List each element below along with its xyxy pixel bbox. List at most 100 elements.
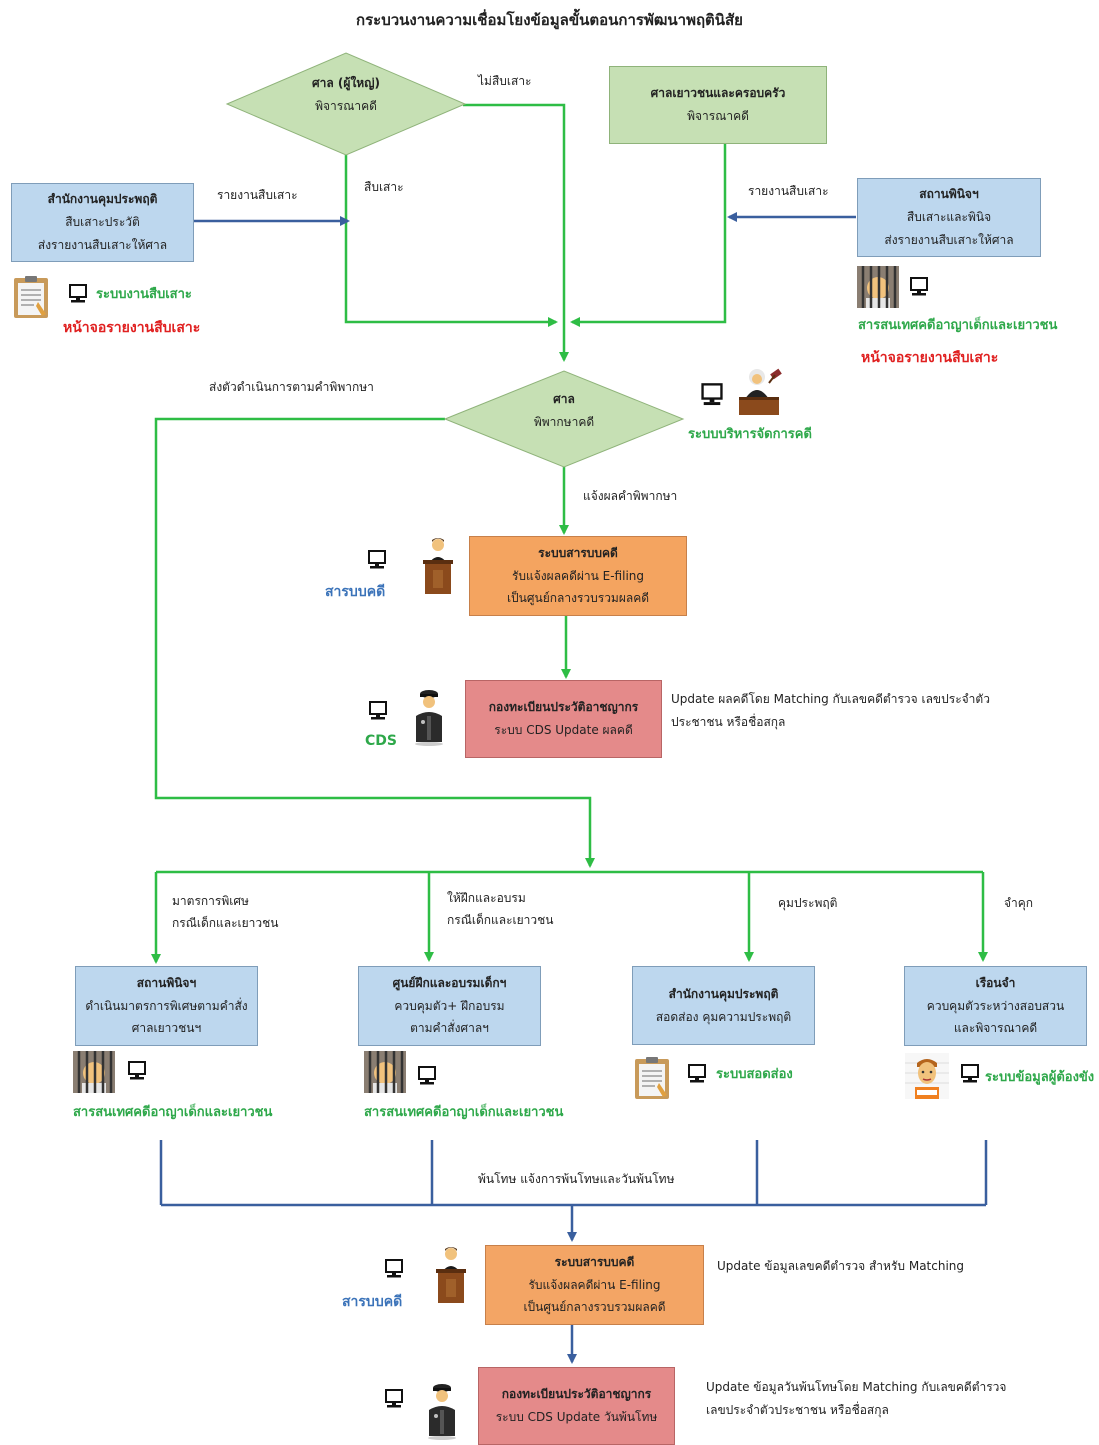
observation-special-line2: ศาลเยาวชนฯ: [131, 1021, 202, 1036]
label-update-result: Update ผลคดีโดย Matching กับเลขคดีตำรวจ …: [671, 688, 990, 734]
line-juvenile-court: [570, 143, 727, 327]
computer-icon: [385, 1259, 403, 1278]
observation-center-box: สถานพินิจฯ สืบเสาะและพินิจ ส่งรายงานสืบเ…: [857, 178, 1041, 257]
computer-icon: [418, 1066, 436, 1085]
label-update-result-1: Update ผลคดีโดย Matching กับเลขคดีตำรวจ …: [671, 692, 990, 706]
case-system-line2: เป็นศูนย์กลางรวบรวมผลคดี: [506, 591, 650, 606]
label-update-release-1: Update ข้อมูลวันพ้นโทษโดย Matching กับเล…: [706, 1380, 1007, 1394]
case-management-label: ระบบบริหารจัดการคดี: [688, 427, 812, 442]
label-investigation: สืบเสาะ: [364, 180, 404, 194]
computer-icon: [69, 284, 87, 303]
cds-label: CDS: [365, 733, 397, 749]
judge-icon: [739, 368, 782, 415]
juvenile-court-box: ศาลเยาวชนและครอบครัว พิจารณาคดี: [609, 66, 827, 144]
probation-office-line1: สืบเสาะประวัติ: [65, 215, 140, 230]
training-center-line1: ควบคุมตัว+ ฝึกอบรม: [394, 998, 505, 1013]
label-send-execute: ส่งตัวดำเนินการตามคำพิพากษา: [209, 380, 374, 394]
probation-monitor-title: สำนักงานคุมประพฤติ: [668, 986, 779, 1001]
criminal-record-release-title: กองทะเบียนประวัติอาชญากร: [501, 1387, 652, 1402]
juvenile-court-title: ศาลเยาวชนและครอบครัว: [650, 86, 786, 101]
clipboard-icon: [635, 1057, 669, 1099]
observation-center-title: สถานพินิจฯ: [919, 187, 979, 202]
observation-special-title: สถานพินิจฯ: [136, 975, 197, 990]
label-report-right: รายงานสืบเสาะ: [748, 184, 829, 198]
case-system-release-box: ระบบสารบบคดี รับแจ้งผลคดีผ่าน E-filing เ…: [485, 1245, 704, 1325]
computer-icon: [688, 1064, 706, 1083]
criminal-record-release-box: กองทะเบียนประวัติอาชญากร ระบบ CDS Update…: [478, 1367, 675, 1445]
juvenile-info-b1-label: สารสนเทศคดีอาญาเด็กและเยาวชน: [73, 1105, 273, 1120]
clipboard-icon: [14, 276, 48, 318]
label-train-1: ให้ฝึกและอบรม: [447, 891, 526, 905]
prisoner-icon: [364, 1051, 406, 1093]
police-icon: [428, 1384, 456, 1440]
case-system-line1: รับแจ้งผลคดีผ่าน E-filing: [511, 568, 645, 583]
adult-court-title: ศาล (ผู้ใหญ่): [312, 76, 380, 90]
police-icon: [415, 690, 443, 746]
inmate-system-label: ระบบข้อมูลผู้ต้องขัง: [985, 1070, 1095, 1085]
label-special-measure: มาตรการพิเศษ กรณีเด็กและเยาวชน: [172, 890, 279, 934]
label-special-measure-1: มาตรการพิเศษ: [172, 894, 249, 908]
page-title: กระบวนงานความเชื่อมโยงข้อมูลขั้นตอนการพั…: [356, 11, 743, 29]
computer-icon: [368, 550, 386, 569]
adult-court: ศาล (ผู้ใหญ่) พิจารณาคดี: [276, 72, 416, 118]
case-system-release-line2: เป็นศูนย์กลางรวบรวมผลคดี: [523, 1300, 666, 1315]
juvenile-info-b2-label: สารสนเทศคดีอาญาเด็กและเยาวชน: [364, 1105, 564, 1120]
monitoring-system-label: ระบบสอดส่อง: [716, 1067, 793, 1082]
case-registry-release-label: สารบบคดี: [342, 1294, 403, 1310]
case-registry-label: สารบบคดี: [325, 584, 386, 600]
label-report-left: รายงานสืบเสาะ: [217, 188, 298, 202]
computer-icon: [385, 1389, 403, 1408]
probation-office-box: สำนักงานคุมประพฤติ สืบเสาะประวัติ ส่งราย…: [11, 183, 194, 262]
label-probation: คุมประพฤติ: [778, 896, 838, 910]
lawyer-icon: [436, 1247, 466, 1303]
prisoner-icon: [857, 266, 899, 308]
judge-court-sub: พิพากษาคดี: [533, 414, 595, 429]
case-system-release-line1: รับแจ้งผลคดีผ่าน E-filing: [528, 1277, 661, 1292]
label-no-investigation: ไม่สืบเสาะ: [478, 74, 532, 88]
probation-office-title: สำนักงานคุมประพฤติ: [47, 192, 158, 207]
label-imprison: จำคุก: [1004, 896, 1034, 910]
observation-special-line1: ดำเนินมาตรการพิเศษตามคำสั่ง: [85, 998, 248, 1013]
label-notify-judgment: แจ้งผลคำพิพากษา: [583, 489, 678, 503]
label-update-release-2: เลขประจำตัวประชาชน หรือชื่อสกุล: [706, 1402, 889, 1417]
criminal-record-box: กองทะเบียนประวัติอาชญากร ระบบ CDS Update…: [465, 680, 662, 758]
observation-center-line1: สืบเสาะและพินิจ: [906, 210, 992, 225]
computer-icon: [701, 383, 723, 406]
probation-monitor-box: สำนักงานคุมประพฤติ สอดส่อง คุมความประพฤต…: [632, 966, 815, 1045]
probation-office-line2: ส่งรายงานสืบเสาะให้ศาล: [37, 237, 168, 252]
label-special-measure-2: กรณีเด็กและเยาวชน: [172, 916, 279, 931]
observation-special-box: สถานพินิจฯ ดำเนินมาตรการพิเศษตามคำสั่ง ศ…: [75, 966, 258, 1046]
label-train: ให้ฝึกและอบรม กรณีเด็กและเยาวชน: [447, 887, 554, 931]
adult-court-sub: พิจารณาคดี: [315, 98, 377, 113]
computer-icon: [961, 1064, 979, 1083]
prison-box: เรือนจำ ควบคุมตัวระหว่างสอบสวน และพิจารณ…: [904, 966, 1087, 1046]
case-system-title: ระบบสารบบคดี: [538, 545, 618, 560]
judge-court: ศาล พิพากษาคดี: [494, 388, 634, 434]
probation-monitor-line1: สอดส่อง คุมความประพฤติ: [655, 1009, 792, 1024]
inmate-icon: [905, 1053, 949, 1099]
computer-icon: [128, 1061, 146, 1080]
case-system-release-title: ระบบสารบบคดี: [554, 1254, 635, 1269]
label-update-release: Update ข้อมูลวันพ้นโทษโดย Matching กับเล…: [706, 1376, 1006, 1422]
label-update-police: Update ข้อมูลเลขคดีตำรวจ สำหรับ Matching: [717, 1259, 965, 1273]
line-investigation: [344, 155, 558, 327]
judge-court-diamond: [443, 370, 685, 468]
line-no-investigation: [463, 103, 569, 362]
criminal-record-release-line1: ระบบ CDS Update วันพ้นโทษ: [495, 1410, 658, 1424]
criminal-record-title: กองทะเบียนประวัติอาชญากร: [488, 700, 639, 715]
criminal-record-line1: ระบบ CDS Update ผลคดี: [494, 723, 633, 737]
case-system-box: ระบบสารบบคดี รับแจ้งผลคดีผ่าน E-filing เ…: [469, 536, 687, 616]
computer-icon: [910, 277, 928, 296]
prisoner-icon: [73, 1051, 115, 1093]
judge-court-title: ศาล: [553, 392, 575, 406]
training-center-title: ศูนย์ฝึกและอบรมเด็กฯ: [392, 975, 507, 990]
label-release: พ้นโทษ แจ้งการพ้นโทษและวันพ้นโทษ: [478, 1172, 675, 1186]
report-screen-right-label: หน้าจอรายงานสืบเสาะ: [861, 350, 999, 366]
label-update-result-2: ประชาชน หรือชื่อสกุล: [671, 714, 786, 729]
prison-line1: ควบคุมตัวระหว่างสอบสวน: [926, 998, 1065, 1013]
investigation-system-label: ระบบงานสืบเสาะ: [96, 287, 192, 302]
juvenile-court-sub: พิจารณาคดี: [687, 109, 749, 123]
juvenile-info-top-label: สารสนเทศคดีอาญาเด็กและเยาวชน: [858, 318, 1058, 333]
report-screen-left-label: หน้าจอรายงานสืบเสาะ: [63, 320, 201, 336]
